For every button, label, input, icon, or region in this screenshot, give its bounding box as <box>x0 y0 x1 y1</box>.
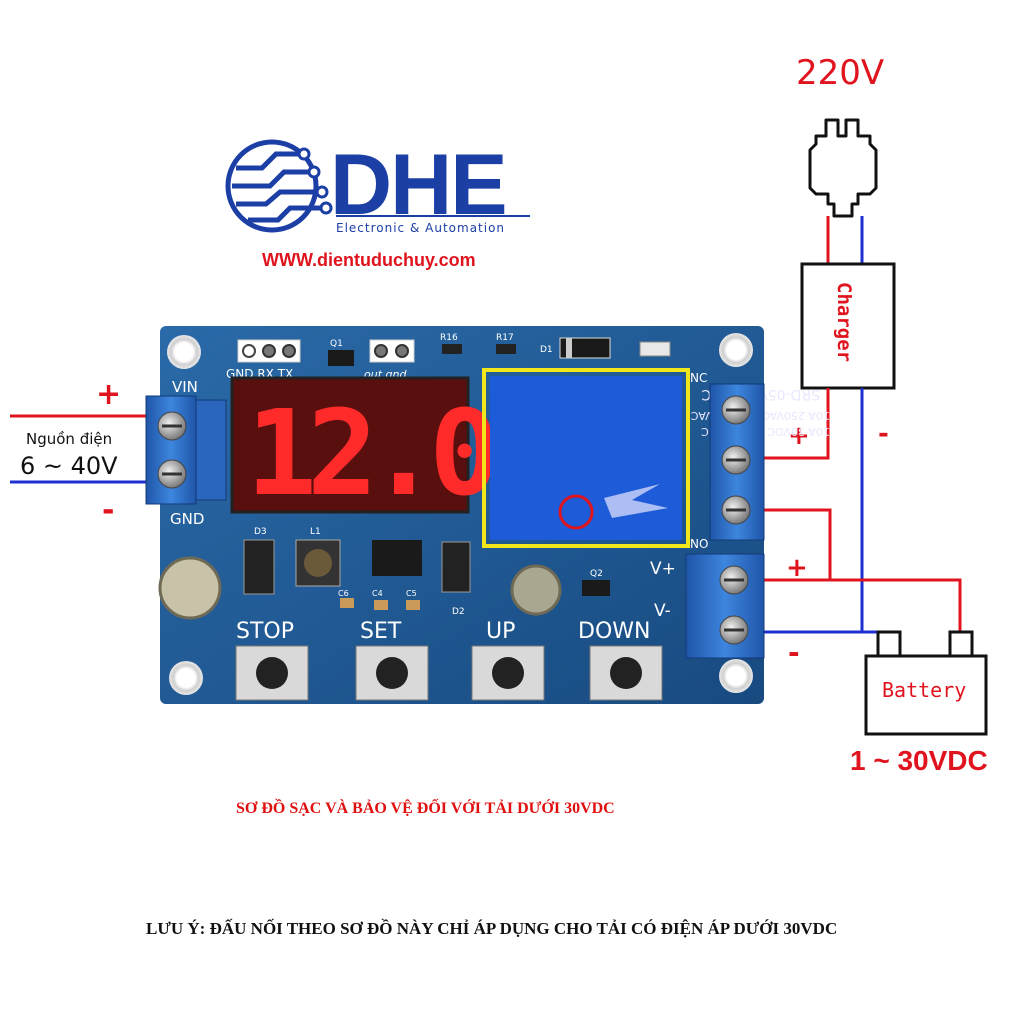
button-set: SET <box>355 619 429 701</box>
charger-box: Charger <box>800 262 896 390</box>
battery-label: Battery <box>882 678 966 702</box>
silk-r16: R16 <box>440 333 458 343</box>
silk-c5: C5 <box>406 589 417 598</box>
charger-label: Charger <box>833 282 855 362</box>
mounting-hole <box>719 659 753 693</box>
silk-d2: D2 <box>452 607 465 617</box>
silk-d3: D3 <box>254 527 267 537</box>
silk-q1: Q1 <box>330 339 343 349</box>
button-up: UP <box>471 619 545 701</box>
button-stop-label: STOP <box>236 619 294 644</box>
charger-plus-sign: + <box>788 421 810 451</box>
button-up-label: UP <box>486 619 515 644</box>
source-label: Nguồn điện <box>26 430 112 448</box>
silk-vminus: V- <box>654 601 671 621</box>
uart-header <box>237 339 301 363</box>
mounting-hole <box>719 333 753 367</box>
mounting-hole <box>167 335 201 369</box>
button-down-label: DOWN <box>578 619 650 644</box>
display-value: 12.0 <box>246 384 493 522</box>
button-set-label: SET <box>360 619 402 644</box>
silk-gnd: GND <box>170 510 204 528</box>
output-minus-sign: - <box>788 636 800 669</box>
mounting-hole <box>169 661 203 695</box>
silk-d1: D1 <box>540 345 553 355</box>
button-stop: STOP <box>235 619 309 701</box>
silk-r17: R17 <box>496 333 514 343</box>
logo-website: WWW.dientuduchuy.com <box>262 250 476 270</box>
relay-contact-highlight <box>558 494 594 530</box>
silk-c4: C4 <box>372 589 383 598</box>
output-plus-sign: + <box>786 553 808 583</box>
silk-no: NO <box>690 537 708 551</box>
silk-nc: NC <box>690 371 707 385</box>
battery-voltage-range: 1 ~ 30VDC <box>850 745 988 776</box>
relay-terminal-block <box>709 383 765 541</box>
silk-q2: Q2 <box>590 569 603 579</box>
mains-voltage-label: 220V <box>796 53 884 93</box>
relay-module-board: GND RX TX Q1 out gnd R16 R17 D1 VIN GND <box>145 326 830 704</box>
silk-vin: VIN <box>172 378 198 396</box>
diagram-note: LƯU Ý: ĐẤU NỐI THEO SƠ ĐỒ NÀY CHỈ ÁP DỤN… <box>146 919 838 938</box>
source-minus-sign: - <box>102 493 114 528</box>
circuit-globe-icon <box>225 139 333 233</box>
source-plus-sign: + <box>96 377 121 412</box>
relay: SRD-05VDC-SL-C 10A 250VAC 10A 125VAC 10A… <box>482 368 830 548</box>
logo-tagline: Electronic & Automation <box>336 221 505 235</box>
dhe-logo: DHE Electronic & Automation WWW.dientudu… <box>225 137 530 270</box>
source-voltage-range: 6 ~ 40V <box>20 452 118 480</box>
plug-icon <box>808 118 878 218</box>
button-down: DOWN <box>578 619 663 701</box>
vin-terminal-block <box>145 395 227 505</box>
charger-minus-sign: - <box>878 419 889 449</box>
logo-brand-text: DHE <box>330 137 506 233</box>
silk-c6: C6 <box>338 589 349 598</box>
diagram-title: SƠ ĐỒ SẠC VÀ BẢO VỆ ĐỐI VỚI TẢI DƯỚI 30V… <box>236 800 615 817</box>
silk-l1: L1 <box>310 527 321 537</box>
output-terminal-block <box>685 553 765 659</box>
seven-segment-display: 12.0 <box>230 376 503 522</box>
battery-box: Battery <box>864 630 988 736</box>
silk-vplus: V+ <box>650 559 676 579</box>
